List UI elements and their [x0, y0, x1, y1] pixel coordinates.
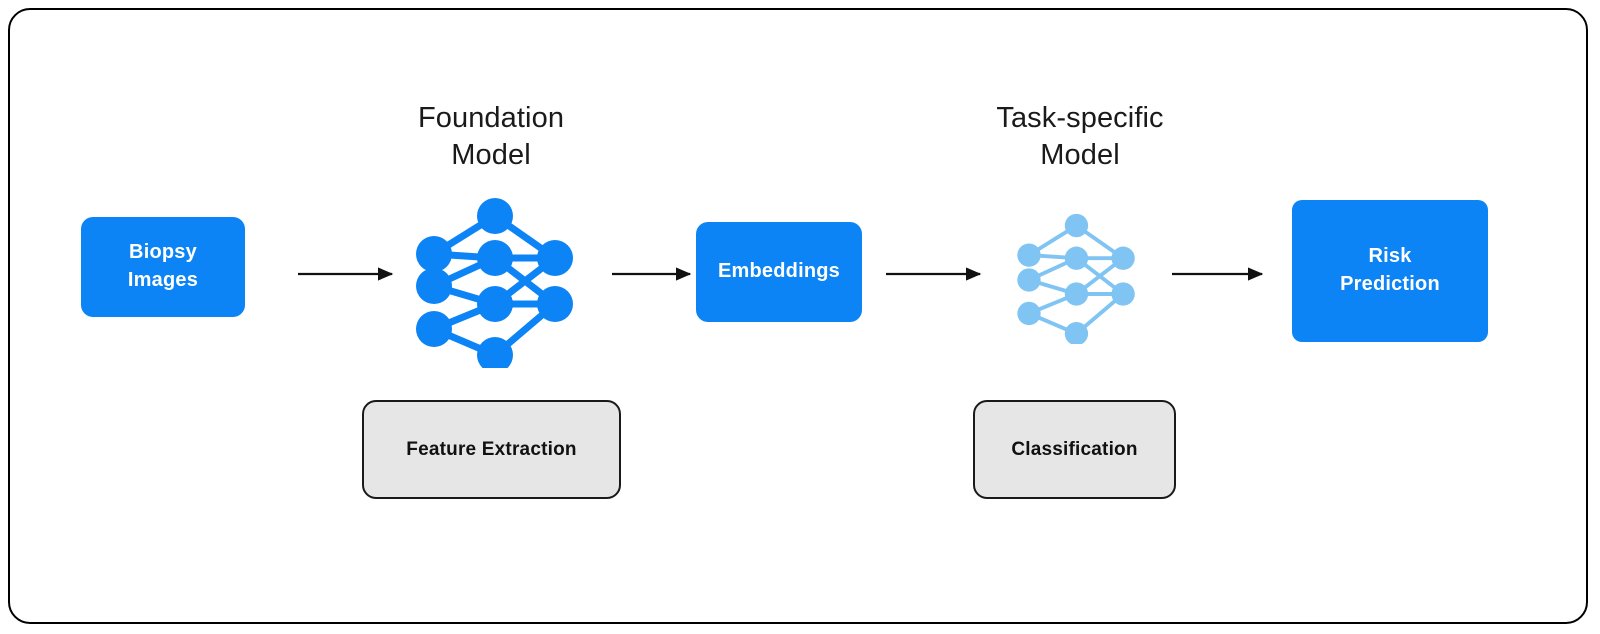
annotation-feature-extraction[interactable]: Feature Extraction [362, 400, 621, 499]
node-risk-prediction[interactable]: Risk Prediction [1292, 200, 1488, 342]
neural-network-icon-foundation-model [416, 198, 573, 368]
arrow-right-icon-embeddings-to-task [886, 267, 982, 281]
arrow-right-icon-foundation-to-embeddings [612, 267, 692, 281]
node-embeddings[interactable]: Embeddings [696, 222, 862, 322]
stage-title-task-specific-model: Task-specific Model [996, 102, 1164, 172]
diagram-canvas: Foundation Model Task-specific Model Bio… [8, 8, 1588, 624]
arrow-right-icon-biopsy-to-foundation [298, 267, 394, 281]
stage-title-foundation-model: Foundation Model [417, 102, 565, 172]
annotation-classification[interactable]: Classification [973, 400, 1176, 499]
diagram-stage: Foundation Model Task-specific Model Bio… [10, 10, 1590, 626]
arrow-right-icon-task-to-risk [1172, 267, 1264, 281]
neural-network-icon-task-specific-model [1017, 213, 1135, 344]
node-biopsy-images[interactable]: Biopsy Images [81, 217, 245, 317]
